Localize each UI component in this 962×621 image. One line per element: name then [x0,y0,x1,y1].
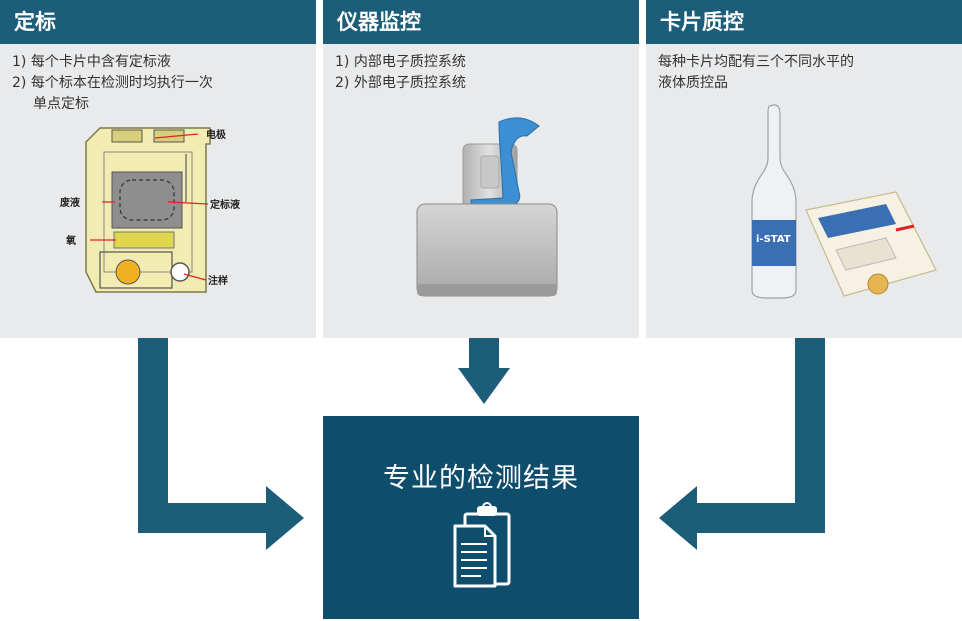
qc-line-2: 液体质控品 [658,75,728,91]
left-arrow-head-icon [266,486,304,550]
instrument-monitor-panel: 仪器监控 1) 内部电子质控系统 2) 外部电子质控系统 [323,0,639,338]
result-title: 专业的检测结果 [383,463,579,494]
right-connector-horizontal [694,503,825,533]
instrument-monitor-title: 仪器监控 [323,0,639,44]
left-connector-horizontal [138,503,270,533]
monitor-line-1: 1) 内部电子质控系统 [335,54,466,70]
sample-label: 注样 [208,274,228,287]
control-vial-and-cartridge-image: i-STAT [751,104,937,299]
calibrant-label: 定标液 [210,198,240,211]
calibration-panel: 定标 1) 每个卡片中含有定标液 2) 每个标本在检测时均执行一次 单点定标 电… [0,0,316,338]
left-connector-vertical [138,338,168,506]
calibration-line-2: 2) 每个标本在检测时均执行一次 [12,75,213,91]
result-box: 专业的检测结果 [323,416,639,619]
right-connector-vertical [795,338,825,532]
clipboard-document-icon [453,502,511,588]
waste-label: 废液 [60,196,80,209]
center-arrow-head-icon [458,368,510,404]
electrode-label: 电极 [206,128,227,141]
air-label: 氧 [65,234,76,247]
electronic-simulator-image [416,117,558,297]
right-arrow-head-icon [659,486,697,550]
cartridge-diagram: 电极 废液 定标液 氧 注样 [60,127,240,293]
calibration-line-3: 单点定标 [33,96,89,112]
cartridge-qc-panel: 卡片质控 每种卡片均配有三个不同水平的 液体质控品 i-STAT [646,0,962,338]
cartridge-qc-title: 卡片质控 [646,0,962,44]
cartridge-qc-text: 每种卡片均配有三个不同水平的 液体质控品 [658,52,952,94]
calibration-line-1: 1) 每个卡片中含有定标液 [12,54,171,70]
center-connector-vertical [469,338,499,371]
qc-line-1: 每种卡片均配有三个不同水平的 [658,54,854,70]
calibration-title: 定标 [0,0,316,44]
monitor-line-2: 2) 外部电子质控系统 [335,75,466,91]
instrument-monitor-text: 1) 内部电子质控系统 2) 外部电子质控系统 [335,52,629,94]
vial-label: i-STAT [756,234,791,245]
calibration-text: 1) 每个卡片中含有定标液 2) 每个标本在检测时均执行一次 单点定标 [12,52,306,115]
